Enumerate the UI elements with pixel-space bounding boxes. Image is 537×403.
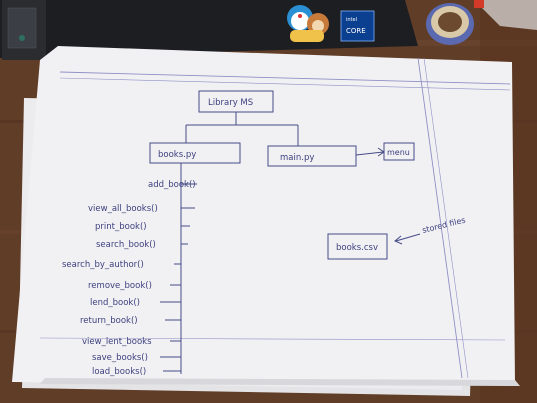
function-label: search_book() [96,240,156,250]
function-label: view_all_books() [88,204,158,214]
function-item: add_book() [148,180,197,190]
function-item: remove_book() [88,281,181,291]
menu-label: menu [387,148,410,157]
function-item: lend_book() [90,298,181,308]
intel-core-badge: intel CORE [340,10,375,42]
function-label: print_book() [95,222,147,232]
function-item: return_book() [80,316,181,326]
function-label: lend_book() [90,298,140,308]
function-label: return_book() [80,316,138,326]
function-label: view_lent_books [82,337,152,347]
function-label: load_books() [92,367,146,377]
paper-stack [12,46,520,396]
menu-node: menu [383,142,415,161]
function-item: print_book() [95,222,190,232]
root-connectors [185,112,299,146]
function-item: search_book() [96,240,188,250]
function-label: search_by_author() [62,260,144,270]
root-label: Library MS [208,98,253,108]
data-file-node: books.csv [327,233,388,260]
books-module-label: books.py [158,150,196,160]
function-item: view_all_books() [88,204,195,214]
badge-product: CORE [346,27,366,35]
tape-roll [426,0,537,45]
data-file-label: books.csv [336,243,378,253]
function-item: view_lent_books [82,337,181,347]
function-item: save_books() [92,353,181,363]
books-module-node: books.py [149,142,241,164]
cartoon-sticker [287,5,329,42]
badge-brand: intel [346,17,357,23]
main-module-label: main.py [280,153,314,163]
function-item: load_books() [92,367,181,377]
function-list: add_book() view_all_books() print_book()… [62,180,197,377]
function-label: remove_book() [88,281,152,291]
function-label: add_book() [148,180,196,190]
function-label: save_books() [92,353,148,363]
page-margins [39,57,511,379]
function-item: search_by_author() [62,260,181,270]
